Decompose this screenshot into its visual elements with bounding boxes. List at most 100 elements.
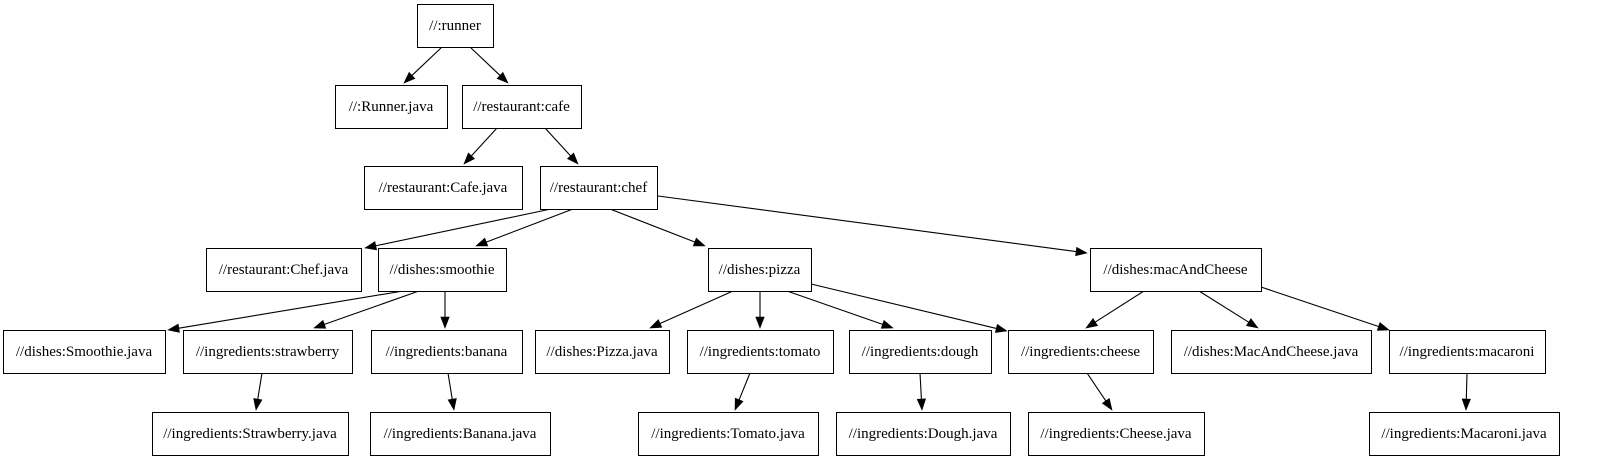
node-box[interactable]	[462, 85, 582, 129]
graph-edge	[1085, 290, 1145, 329]
graph-edge	[1260, 286, 1390, 331]
node-label: //restaurant:Chef.java	[219, 262, 349, 278]
graph-node-banana[interactable]: //ingredients:banana	[371, 330, 523, 374]
node-layer: //:runner //:Runner.java //restaurant:cafe…	[3, 4, 1560, 456]
edge-arrowhead-icon	[403, 71, 416, 84]
graph-node-chef[interactable]: //restaurant:chef	[540, 166, 658, 210]
edge-arrowhead-icon	[253, 398, 263, 411]
graph-edge	[755, 291, 765, 329]
graph-node-strawberry[interactable]: //ingredients:strawberry	[183, 330, 353, 374]
edge-line	[1260, 286, 1379, 328]
edge-line	[447, 372, 453, 400]
node-box[interactable]	[1028, 412, 1205, 456]
graph-node-strawberry-java[interactable]: //ingredients:Strawberry.java	[152, 412, 349, 456]
node-label: //ingredients:cheese	[1021, 344, 1140, 360]
graph-node-tomato[interactable]: //ingredients:tomato	[687, 330, 834, 374]
graph-edge	[734, 372, 751, 411]
node-box[interactable]	[370, 412, 551, 456]
node-box[interactable]	[371, 330, 523, 374]
node-box[interactable]	[364, 166, 523, 210]
graph-edge	[313, 290, 420, 329]
node-label: //dishes:MacAndCheese.java	[1184, 344, 1359, 360]
edge-arrowhead-icon	[994, 323, 1008, 333]
graph-edge	[440, 291, 450, 329]
edge-arrowhead-icon	[1075, 246, 1088, 257]
edge-layer	[167, 46, 1471, 411]
node-box[interactable]	[1171, 330, 1372, 374]
edge-arrowhead-icon	[496, 71, 509, 84]
edge-line	[486, 208, 574, 243]
edge-line	[544, 127, 571, 157]
edge-arrowhead-icon	[447, 398, 457, 411]
graph-node-pizza-java[interactable]: //dishes:Pizza.java	[535, 330, 670, 374]
graph-edge	[447, 372, 457, 411]
graph-node-cafe-java[interactable]: //restaurant:Cafe.java	[364, 166, 523, 210]
node-label: //ingredients:dough	[862, 344, 979, 360]
node-box[interactable]	[708, 248, 812, 292]
graph-node-macaroni-java[interactable]: //ingredients:Macaroni.java	[1369, 412, 1560, 456]
edge-arrowhead-icon	[463, 152, 476, 165]
node-box[interactable]	[378, 248, 507, 292]
node-box[interactable]	[1369, 412, 1560, 456]
edge-line	[1094, 290, 1145, 323]
node-box[interactable]	[3, 330, 166, 374]
graph-edge	[916, 372, 927, 411]
node-box[interactable]	[152, 412, 349, 456]
edge-arrowhead-icon	[1245, 318, 1259, 329]
node-box[interactable]	[1008, 330, 1154, 374]
graph-edge	[463, 127, 498, 165]
edge-line	[1198, 290, 1249, 323]
edge-line	[659, 290, 734, 325]
graph-edge	[364, 208, 552, 251]
edge-line	[257, 372, 263, 400]
node-label: //restaurant:chef	[550, 180, 647, 196]
graph-edge	[475, 208, 574, 247]
edge-line	[786, 290, 883, 325]
graph-node-dough-java[interactable]: //ingredients:Dough.java	[836, 412, 1011, 456]
graph-node-mac-and-cheese[interactable]: //dishes:macAndCheese	[1090, 248, 1262, 292]
node-box[interactable]	[540, 166, 658, 210]
graph-edge	[469, 46, 509, 84]
edge-arrowhead-icon	[1085, 318, 1099, 329]
edge-arrowhead-icon	[649, 319, 663, 329]
node-box[interactable]	[335, 85, 448, 129]
node-box[interactable]	[417, 4, 494, 48]
graph-node-runner[interactable]: //:runner	[417, 4, 494, 48]
node-box[interactable]	[638, 412, 819, 456]
node-label: //ingredients:strawberry	[196, 344, 340, 360]
node-box[interactable]	[836, 412, 1011, 456]
graph-node-dough[interactable]: //ingredients:dough	[849, 330, 992, 374]
edge-line	[1465, 372, 1468, 400]
graph-node-tomato-java[interactable]: //ingredients:Tomato.java	[638, 412, 819, 456]
node-box[interactable]	[183, 330, 353, 374]
graph-node-mac-and-cheese-java[interactable]: //dishes:MacAndCheese.java	[1171, 330, 1372, 374]
graph-edge	[609, 208, 706, 247]
graph-node-banana-java[interactable]: //ingredients:Banana.java	[370, 412, 551, 456]
graph-node-cheese-java[interactable]: //ingredients:Cheese.java	[1028, 412, 1205, 456]
edge-line	[657, 195, 1077, 253]
graph-node-cheese[interactable]: //ingredients:cheese	[1008, 330, 1154, 374]
edge-line	[469, 46, 501, 76]
graph-node-smoothie[interactable]: //dishes:smoothie	[378, 248, 507, 292]
graph-node-runner-java[interactable]: //:Runner.java	[335, 85, 448, 129]
edge-arrowhead-icon	[364, 241, 378, 251]
graph-node-cafe[interactable]: //restaurant:cafe	[462, 85, 582, 129]
graph-node-smoothie-java[interactable]: //dishes:Smoothie.java	[3, 330, 166, 374]
edge-arrowhead-icon	[734, 397, 744, 411]
edge-arrowhead-icon	[440, 316, 450, 329]
node-label: //ingredients:Cheese.java	[1040, 426, 1192, 442]
graph-edge	[1198, 290, 1259, 329]
node-box[interactable]	[1090, 248, 1262, 292]
edge-line	[411, 46, 443, 76]
node-box[interactable]	[687, 330, 834, 374]
node-box[interactable]	[206, 248, 362, 292]
edge-line	[324, 290, 420, 325]
edge-line	[178, 290, 404, 329]
graph-node-macaroni[interactable]: //ingredients:macaroni	[1389, 330, 1546, 374]
node-box[interactable]	[849, 330, 992, 374]
graph-node-pizza[interactable]: //dishes:pizza	[708, 248, 812, 292]
node-box[interactable]	[535, 330, 670, 374]
graph-node-chef-java[interactable]: //restaurant:Chef.java	[206, 248, 362, 292]
edge-arrowhead-icon	[475, 237, 489, 247]
node-box[interactable]	[1389, 330, 1546, 374]
